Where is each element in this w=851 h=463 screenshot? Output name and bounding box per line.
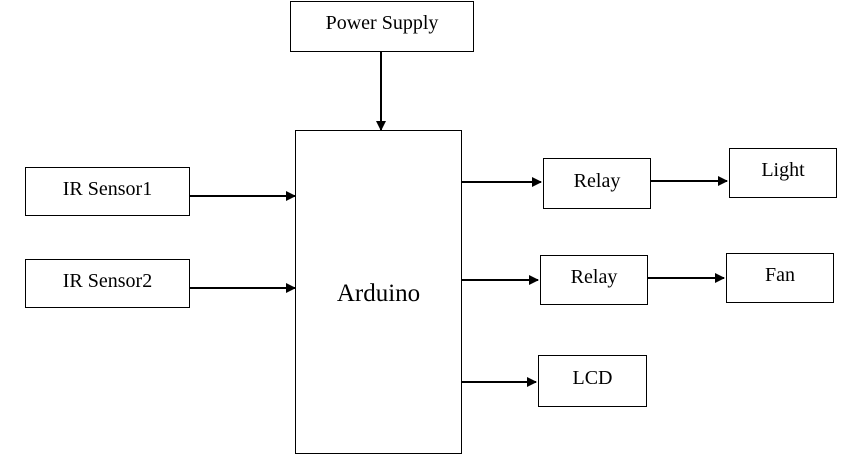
arduino-label: Arduino <box>336 279 421 307</box>
relay-2-label: Relay <box>570 266 618 288</box>
lcd-block: LCD <box>538 355 647 407</box>
light-label: Light <box>761 159 805 181</box>
lcd-label: LCD <box>572 367 613 389</box>
light-block: Light <box>729 148 837 198</box>
fan-block: Fan <box>726 253 834 303</box>
relay-1-label: Relay <box>573 169 621 192</box>
relay-2-block: Relay <box>540 255 648 305</box>
power-supply-block: Power Supply <box>290 1 474 52</box>
ir-sensor-2-label: IR Sensor2 <box>62 269 153 292</box>
arduino-block: Arduino <box>295 130 462 454</box>
relay-1-block: Relay <box>543 158 651 209</box>
power-supply-label: Power Supply <box>325 11 439 34</box>
ir-sensor-2-block: IR Sensor2 <box>25 259 190 308</box>
ir-sensor-1-label: IR Sensor1 <box>62 177 153 200</box>
fan-label: Fan <box>765 264 795 286</box>
ir-sensor-1-block: IR Sensor1 <box>25 167 190 216</box>
